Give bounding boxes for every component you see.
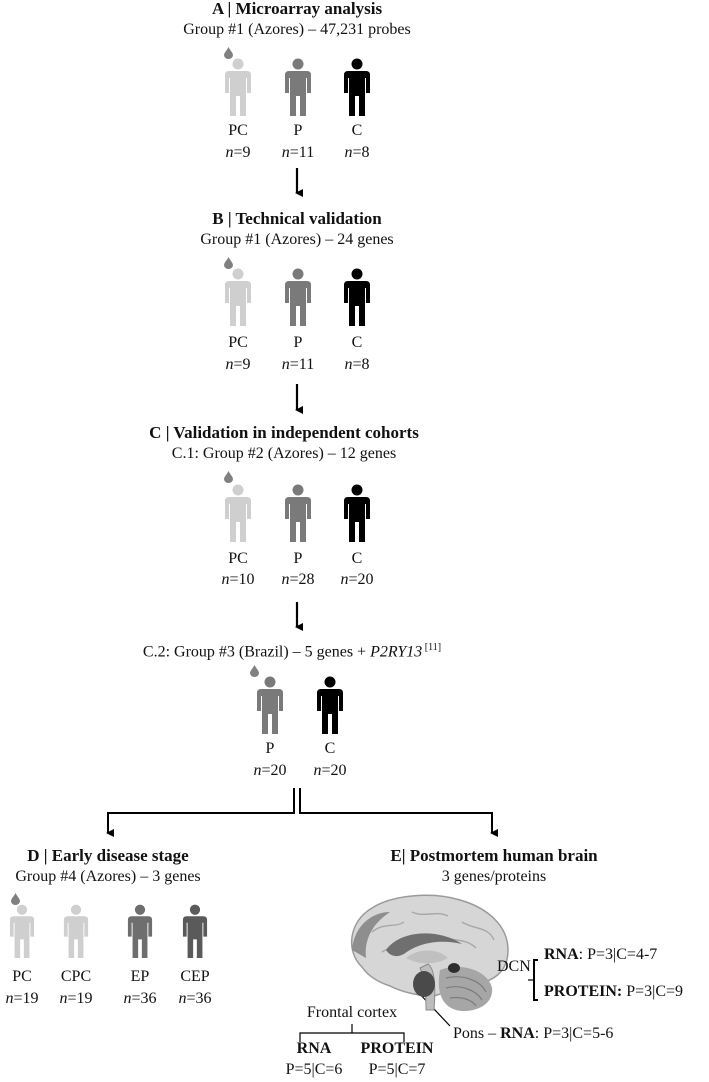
group-label: CPC xyxy=(60,968,92,985)
gene-name: P2RY13 xyxy=(370,643,423,661)
pons-line: Pons – RNA: P=3|C=5-6 xyxy=(453,1025,614,1042)
person-icon-pc xyxy=(224,58,252,118)
section-b-title: B | Technical validation xyxy=(212,209,382,228)
group-n: n=11 xyxy=(281,144,315,161)
dcn-label: DCN xyxy=(497,958,531,975)
person-icon-c xyxy=(343,268,371,328)
group-label: PC xyxy=(228,122,248,139)
section-e-title: E| Postmortem human brain xyxy=(390,846,598,865)
drop-icon xyxy=(250,664,259,677)
person-icon-p xyxy=(256,676,284,736)
drop-icon xyxy=(224,470,233,483)
dcn-brace xyxy=(533,959,538,1001)
group-n: n=11 xyxy=(281,356,315,373)
person-icon-cep xyxy=(182,904,208,960)
person-icon-ep xyxy=(127,904,153,960)
group-label: CEP xyxy=(180,968,210,985)
drop-icon xyxy=(224,46,233,59)
person-icon-c xyxy=(343,58,371,118)
group-n: n=8 xyxy=(344,144,370,161)
section-a-title: A | Microarray analysis xyxy=(211,0,383,18)
dcn-protein-line: PROTEIN: P=3|C=9 xyxy=(544,983,684,1000)
group-n: n=19 xyxy=(59,990,93,1007)
fc-rna-value: P=5|C=6 xyxy=(285,1061,343,1078)
group-label: C xyxy=(351,122,363,139)
group-n: n=28 xyxy=(281,571,315,588)
group-n: n=20 xyxy=(313,762,347,779)
group-label: C xyxy=(351,550,363,567)
section-e-subtitle: 3 genes/proteins xyxy=(441,868,547,885)
group-n: n=8 xyxy=(344,356,370,373)
group-label: P xyxy=(293,334,303,351)
group-n: n=9 xyxy=(225,356,251,373)
section-d-title: D | Early disease stage xyxy=(27,846,189,865)
group-label: PC xyxy=(228,550,248,567)
person-icon-pc xyxy=(9,904,35,960)
section-a-subtitle: Group #1 (Azores) – 47,231 probes xyxy=(183,21,411,38)
section-b-subtitle: Group #1 (Azores) – 24 genes xyxy=(200,231,394,248)
person-icon-p xyxy=(284,268,312,328)
group-n: n=20 xyxy=(253,762,287,779)
group-n: n=36 xyxy=(178,990,212,1007)
citation-ref: [11] xyxy=(422,642,442,653)
group-n: n=10 xyxy=(221,571,255,588)
group-label: EP xyxy=(130,968,150,985)
person-icon-cpc xyxy=(63,904,89,960)
section-c-title: C | Validation in independent cohorts xyxy=(149,423,419,442)
group-n: n=9 xyxy=(225,144,251,161)
drop-icon xyxy=(224,256,233,269)
fc-rna-label: RNA xyxy=(296,1040,332,1057)
person-icon-pc xyxy=(224,268,252,328)
frontal-cortex-label: Frontal cortex xyxy=(306,1004,398,1021)
group-label: C xyxy=(351,334,363,351)
group-label: P xyxy=(265,740,275,757)
person-icon-p xyxy=(284,58,312,118)
fc-protein-value: P=5|C=7 xyxy=(368,1061,426,1078)
drop-icon xyxy=(11,892,20,905)
dcn-rna-line: RNA: P=3|C=4-7 xyxy=(544,946,658,963)
group-n: n=20 xyxy=(340,571,374,588)
person-icon-pc xyxy=(224,484,252,544)
brain-icon xyxy=(350,894,509,1012)
person-icon-c xyxy=(343,484,371,544)
group-label: PC xyxy=(12,968,32,985)
section-d-subtitle: Group #4 (Azores) – 3 genes xyxy=(15,868,201,885)
group-label: C xyxy=(324,740,336,757)
section-c-subtitle: C.1: Group #2 (Azores) – 12 genes xyxy=(171,445,397,462)
person-icon-c xyxy=(316,676,344,736)
fc-protein-label: PROTEIN xyxy=(360,1040,434,1057)
group-label: P xyxy=(293,122,303,139)
person-icon-p xyxy=(284,484,312,544)
group-label: PC xyxy=(228,334,248,351)
group-n: n=36 xyxy=(123,990,157,1007)
group-n: n=19 xyxy=(5,990,39,1007)
group-label: P xyxy=(293,550,303,567)
section-c2-subtitle: C.2: Group #3 (Brazil) – 5 genes + P2RY1… xyxy=(142,642,442,661)
